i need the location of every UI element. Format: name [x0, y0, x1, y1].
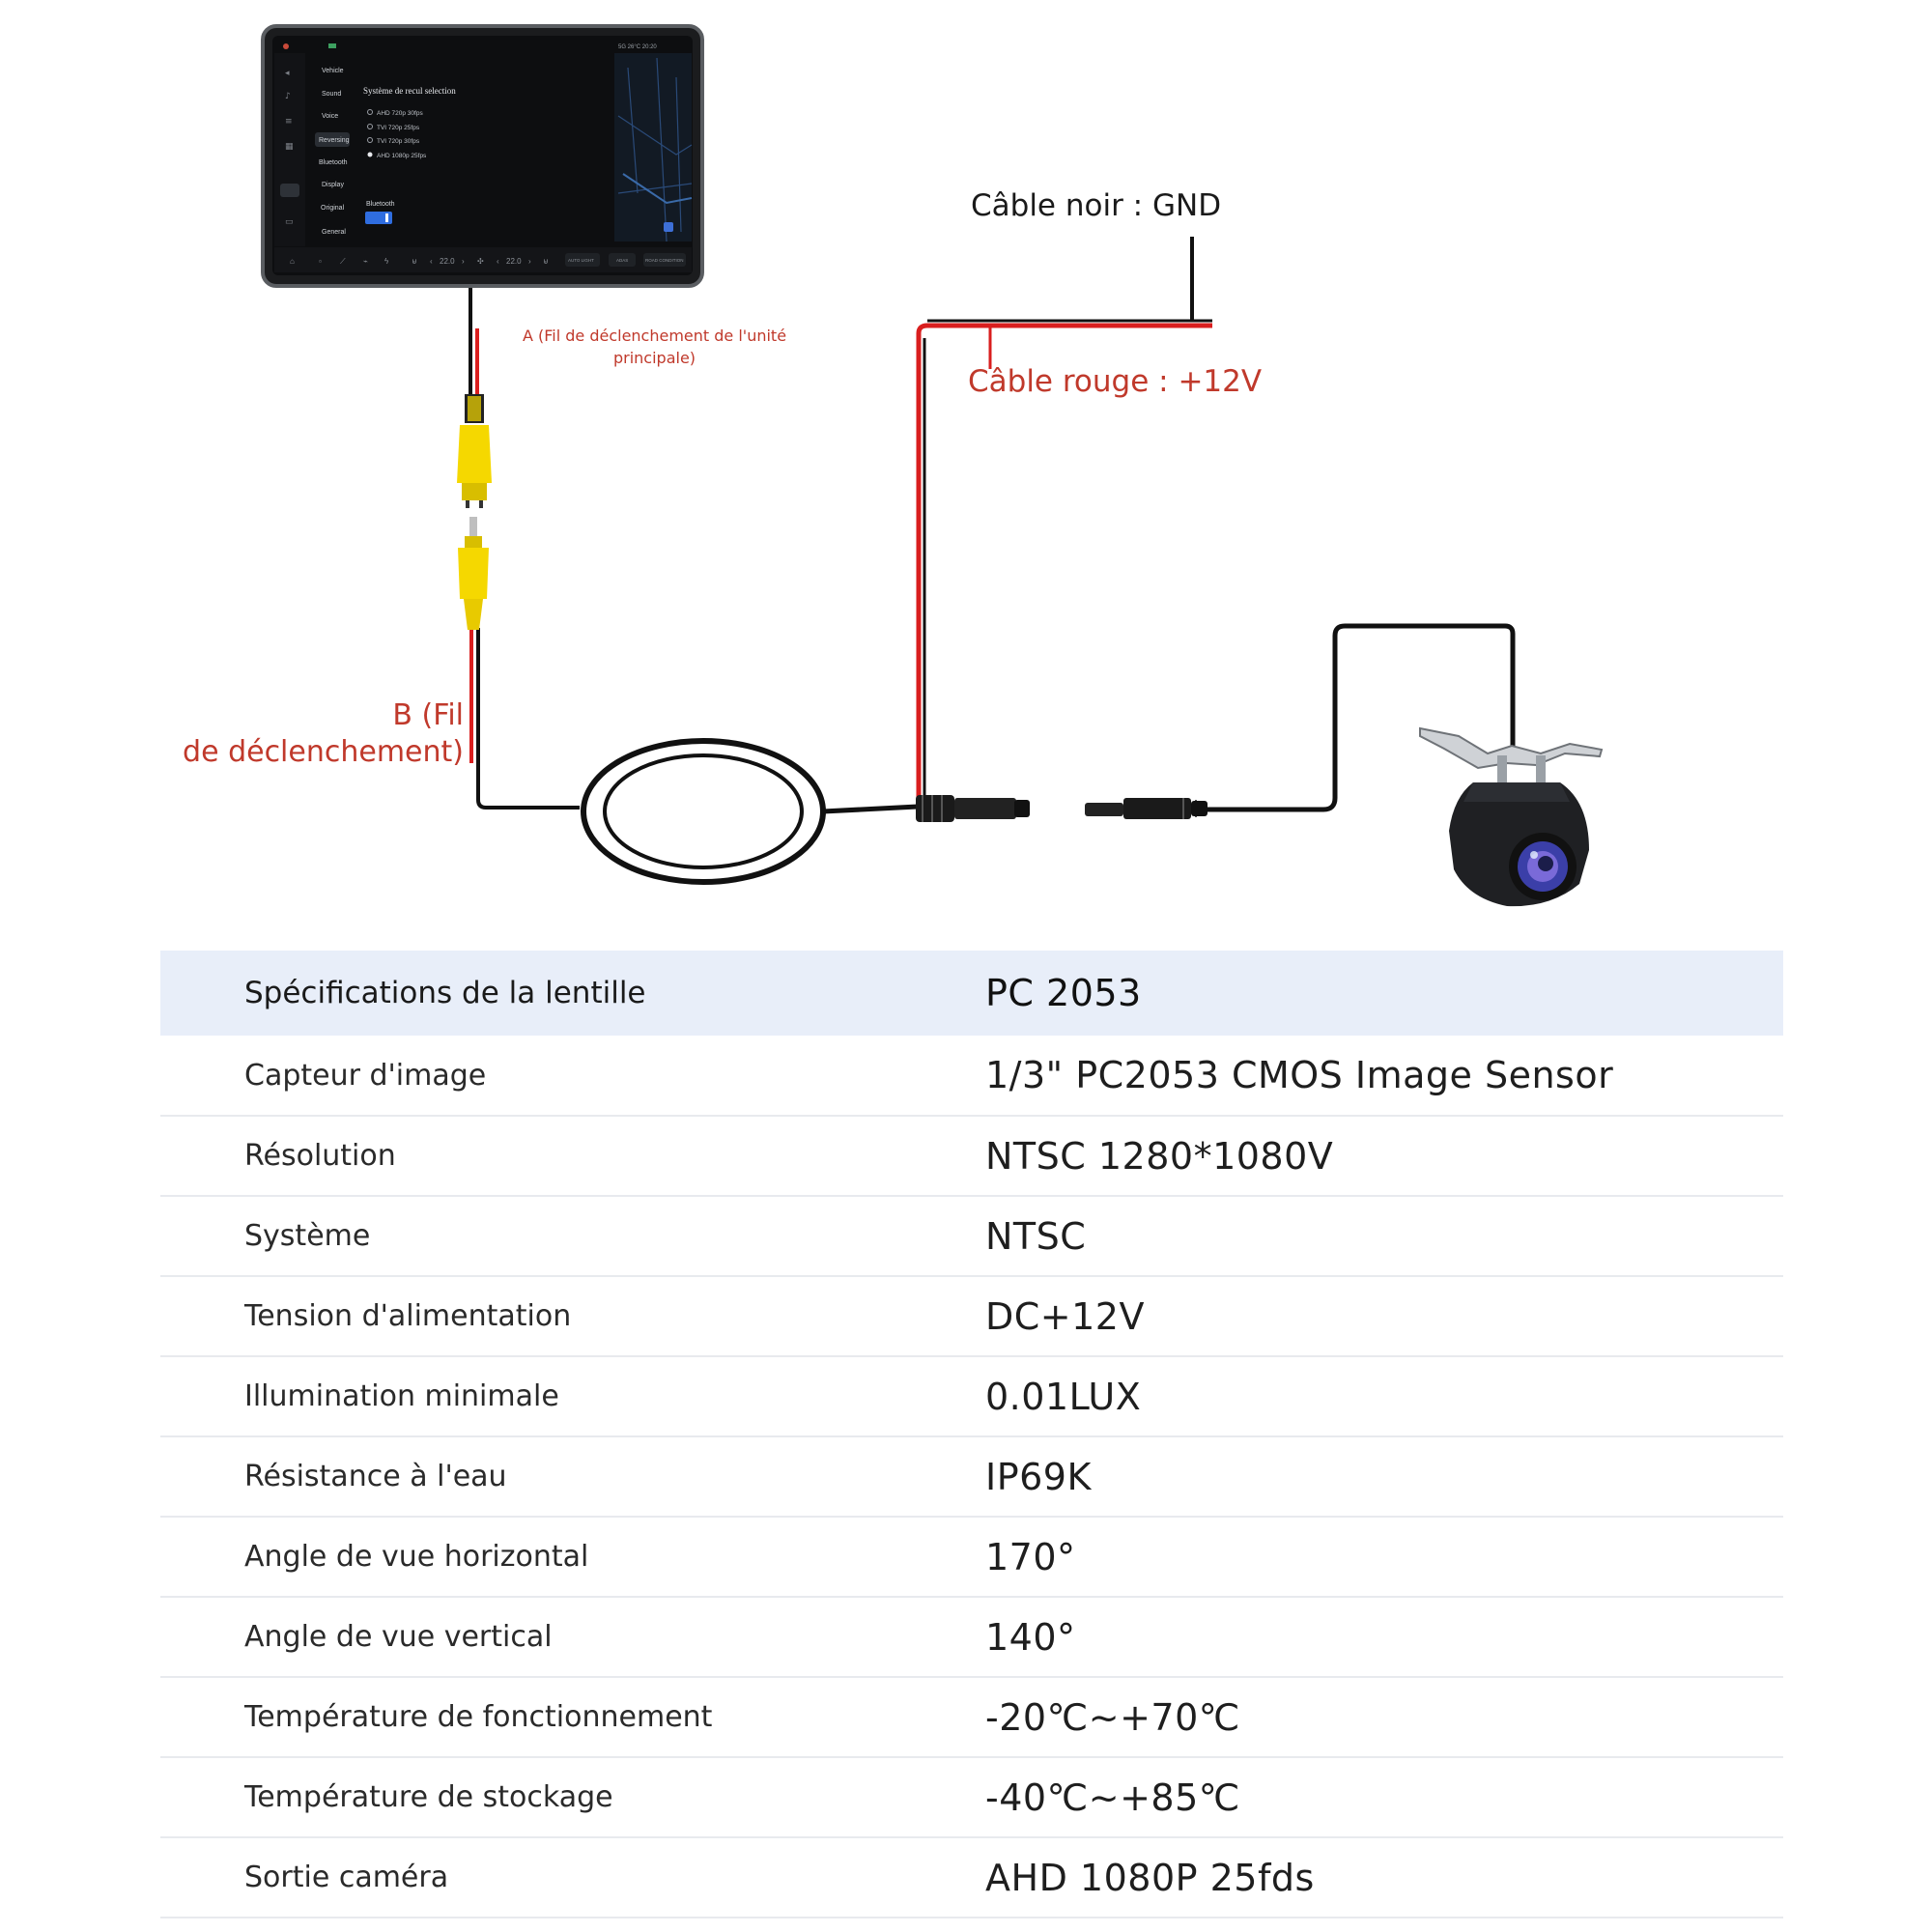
spec-value: NTSC 1280*1080V — [985, 1134, 1334, 1178]
spec-value: 140° — [985, 1615, 1076, 1659]
seat-heat-right-icon[interactable]: ⊌ — [543, 257, 549, 266]
wiring-diagram: ◂ ♪ ≡ ▦ ▭ Vehicle Sound Voice Reversing … — [261, 24, 1604, 907]
option-label: AHD 1080p 25fps — [377, 153, 427, 159]
option-label: TVI 720p 25fps — [377, 125, 420, 131]
extension-plug-right — [1085, 798, 1208, 819]
option-label: AHD 720p 30fps — [377, 110, 423, 117]
spec-header-key: Spécifications de la lentille — [244, 976, 646, 1010]
home-icon[interactable]: ⌂ — [290, 257, 295, 266]
head-unit: ◂ ♪ ≡ ▦ ▭ Vehicle Sound Voice Reversing … — [261, 24, 704, 288]
status-icon — [328, 43, 336, 48]
rear-camera — [1419, 726, 1604, 907]
auto-light-button[interactable]: AUTO LIGHT — [568, 258, 594, 263]
table-row: Résistance à l'eau IP69K — [160, 1436, 1783, 1517]
adas-button[interactable]: ADAS — [616, 258, 628, 263]
spec-key: Angle de vue horizontal — [244, 1540, 589, 1574]
temp-right: 22.0 — [506, 257, 522, 266]
nav-icon[interactable]: ◂ — [285, 69, 290, 78]
bluetooth-label: Bluetooth — [366, 201, 395, 208]
table-row: Angle de vue horizontal 170° — [160, 1517, 1783, 1597]
menu-item-reversing[interactable]: Reversing — [319, 137, 350, 144]
spec-value: AHD 1080P 25fds — [985, 1856, 1315, 1899]
spec-value: -40℃~+85℃ — [985, 1776, 1240, 1819]
table-row: Système NTSC — [160, 1196, 1783, 1276]
radio-option[interactable] — [367, 137, 373, 143]
menu-item-general[interactable]: General — [322, 229, 346, 236]
wires — [469, 237, 1516, 885]
extension-plug-left — [916, 795, 1030, 822]
spec-key: Sortie caméra — [244, 1861, 449, 1894]
spec-key: Résolution — [244, 1139, 396, 1173]
music-icon[interactable]: ♪ — [285, 92, 291, 101]
spec-key: Température de stockage — [244, 1780, 613, 1814]
screen-title: Système de recul selection — [363, 86, 456, 96]
road-condition-button[interactable]: ROAD CONDITION — [645, 258, 684, 263]
gnd-label: Câble noir : GND — [971, 188, 1222, 223]
spec-key: Système — [244, 1219, 371, 1253]
fan-icon[interactable]: ϟ — [384, 257, 389, 266]
map-panel — [614, 53, 693, 242]
table-row: Capteur d'image 1/3" PC2053 CMOS Image S… — [160, 1036, 1783, 1116]
radio-option[interactable] — [367, 109, 373, 115]
spec-value: 0.01LUX — [985, 1375, 1142, 1418]
seat-icon[interactable]: ⟋ — [340, 257, 346, 266]
status-icon — [283, 43, 289, 49]
ac-fan-icon[interactable]: ✣ — [477, 257, 484, 266]
spec-value: IP69K — [985, 1455, 1092, 1498]
spec-key: Résistance à l'eau — [244, 1460, 507, 1493]
status-bar: 5G 26°C 20:20 — [618, 44, 657, 50]
radio-option-selected[interactable] — [367, 152, 373, 157]
car-icon[interactable] — [280, 184, 299, 197]
trigger-a-label-line1: A (Fil de déclenchement de l'unité — [522, 327, 787, 345]
spec-table: Spécifications de la lentille PC 2053 Ca… — [160, 951, 1783, 1918]
trigger-b-label-line1: B (Fil — [392, 698, 464, 732]
rca-male-connector — [458, 517, 489, 630]
spec-key: Température de fonctionnement — [244, 1700, 713, 1734]
list-icon[interactable]: ≡ — [285, 117, 293, 127]
spec-key: Capteur d'image — [244, 1058, 487, 1093]
trigger-a-label: A (Fil de déclenchement de l'unité princ… — [522, 325, 787, 369]
spec-value: NTSC — [985, 1214, 1087, 1258]
spec-value: 1/3" PC2053 CMOS Image Sensor — [985, 1054, 1614, 1096]
table-row: Illumination minimale 0.01LUX — [160, 1356, 1783, 1436]
temp-left: 22.0 — [440, 257, 455, 266]
chevron-left-icon[interactable]: ‹ — [430, 257, 433, 266]
menu-item-voice[interactable]: Voice — [322, 113, 338, 120]
wiper-icon[interactable]: ⌁ — [363, 257, 368, 266]
menu-item-display[interactable]: Display — [322, 182, 344, 188]
trigger-b-label: B (Fil de déclenchement) — [145, 697, 464, 771]
spec-key: Illumination minimale — [244, 1379, 559, 1413]
menu-item-sound[interactable]: Sound — [322, 91, 341, 98]
spec-header-value: PC 2053 — [985, 972, 1142, 1014]
table-row: Résolution NTSC 1280*1080V — [160, 1116, 1783, 1196]
table-row: Température de stockage -40℃~+85℃ — [160, 1757, 1783, 1837]
seat-heat-icon[interactable]: ⊌ — [412, 257, 417, 266]
menu-item-original[interactable]: Original — [321, 205, 345, 212]
trigger-b-label-line2: de déclenchement) — [183, 735, 464, 769]
table-row: Tension d'alimentation DC+12V — [160, 1276, 1783, 1356]
menu-item-bluetooth[interactable]: Bluetooth — [319, 159, 348, 166]
chevron-left-icon[interactable]: ‹ — [497, 257, 499, 266]
camera-icon[interactable]: ▭ — [285, 217, 294, 227]
lock-icon[interactable]: ▫ — [319, 257, 322, 266]
spec-key: Tension d'alimentation — [244, 1299, 572, 1333]
chevron-right-icon[interactable]: › — [462, 257, 465, 266]
spec-value: -20℃~+70℃ — [985, 1695, 1240, 1739]
spec-key: Angle de vue vertical — [244, 1620, 553, 1654]
rca-female-connector — [457, 394, 492, 508]
spec-value: DC+12V — [985, 1294, 1145, 1338]
table-row: Angle de vue vertical 140° — [160, 1597, 1783, 1677]
trigger-a-label-line2: principale) — [612, 349, 696, 367]
grid-icon[interactable]: ▦ — [285, 142, 294, 152]
spec-value: 170° — [985, 1535, 1076, 1578]
table-row: Sortie caméra AHD 1080P 25fds — [160, 1837, 1783, 1918]
radio-option[interactable] — [367, 124, 373, 129]
spec-header-row: Spécifications de la lentille PC 2053 — [160, 951, 1783, 1036]
option-label: TVI 720p 30fps — [377, 138, 420, 145]
chevron-right-icon[interactable]: › — [528, 257, 531, 266]
power-label: Câble rouge : +12V — [968, 364, 1263, 399]
table-row: Température de fonctionnement -20℃~+70℃ — [160, 1677, 1783, 1757]
menu-item-vehicle[interactable]: Vehicle — [322, 68, 344, 74]
